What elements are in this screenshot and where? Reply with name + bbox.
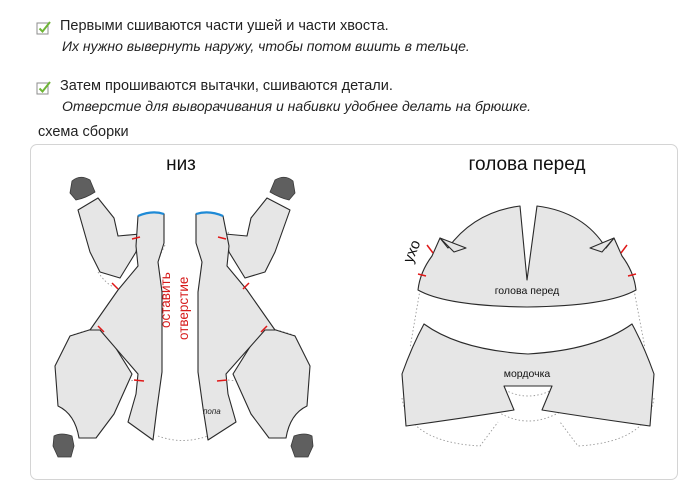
paw-tip-top-right bbox=[269, 176, 296, 201]
seam-guide bbox=[497, 389, 561, 422]
muzzle-label: мордочка bbox=[504, 368, 551, 380]
instruction-note-text: Их нужно вывернуть наружу, чтобы потом в… bbox=[62, 38, 470, 54]
upper-leg-right bbox=[224, 197, 291, 279]
seam-mark bbox=[620, 244, 628, 254]
instruction-main-text: Затем прошиваются вытачки, сшиваются дет… bbox=[60, 78, 393, 94]
head-title: голова перед bbox=[469, 154, 586, 175]
seam-mark bbox=[627, 273, 637, 277]
seam-mark bbox=[131, 236, 141, 240]
seam-guide bbox=[157, 435, 209, 441]
bottom-assembly: низ оставить отверстие попа bbox=[52, 154, 314, 458]
scheme-label: схема сборки bbox=[38, 124, 129, 140]
checkbox-check-icon bbox=[36, 21, 51, 35]
seam-mark bbox=[97, 325, 105, 333]
seam-mark bbox=[242, 282, 250, 290]
paw-tip-top-left bbox=[69, 176, 96, 201]
checkbox-check-icon bbox=[36, 81, 51, 95]
seam-mark bbox=[426, 244, 434, 254]
opening-label-line1: оставить bbox=[158, 272, 173, 328]
ear-label: ухо bbox=[400, 238, 424, 266]
seam-mark bbox=[111, 282, 119, 290]
seam-mark bbox=[417, 273, 427, 277]
tail-edge-left bbox=[137, 211, 165, 218]
muzzle-piece bbox=[401, 323, 655, 427]
lower-leg-right bbox=[232, 325, 311, 439]
upper-leg-left bbox=[77, 197, 141, 279]
ear-dart-right bbox=[589, 237, 615, 253]
rear-label: попа bbox=[203, 407, 221, 416]
assembly-scheme-panel bbox=[30, 144, 678, 480]
seam-guide bbox=[409, 289, 646, 349]
head-front-assembly: голова перед ухо голова перед мордочка bbox=[400, 154, 655, 447]
lower-leg-left bbox=[54, 325, 133, 439]
bottom-title: низ bbox=[166, 154, 196, 175]
paw-tip-bottom-right bbox=[290, 433, 314, 458]
tail-edge-right bbox=[195, 211, 224, 218]
instruction-note-text: Отверстие для выворачивания и набивки уд… bbox=[62, 98, 532, 114]
instruction-main-text: Первыми сшиваются части ушей и части хво… bbox=[60, 18, 389, 34]
seam-mark bbox=[133, 379, 145, 382]
seam-mark bbox=[260, 325, 268, 333]
opening-label-line2: отверстие bbox=[176, 277, 191, 340]
ear-dart-left bbox=[439, 237, 467, 253]
head-piece-label: голова перед bbox=[495, 285, 560, 297]
seam-mark bbox=[216, 379, 228, 382]
seam-mark bbox=[217, 236, 227, 240]
paw-tip-bottom-left bbox=[52, 433, 75, 458]
